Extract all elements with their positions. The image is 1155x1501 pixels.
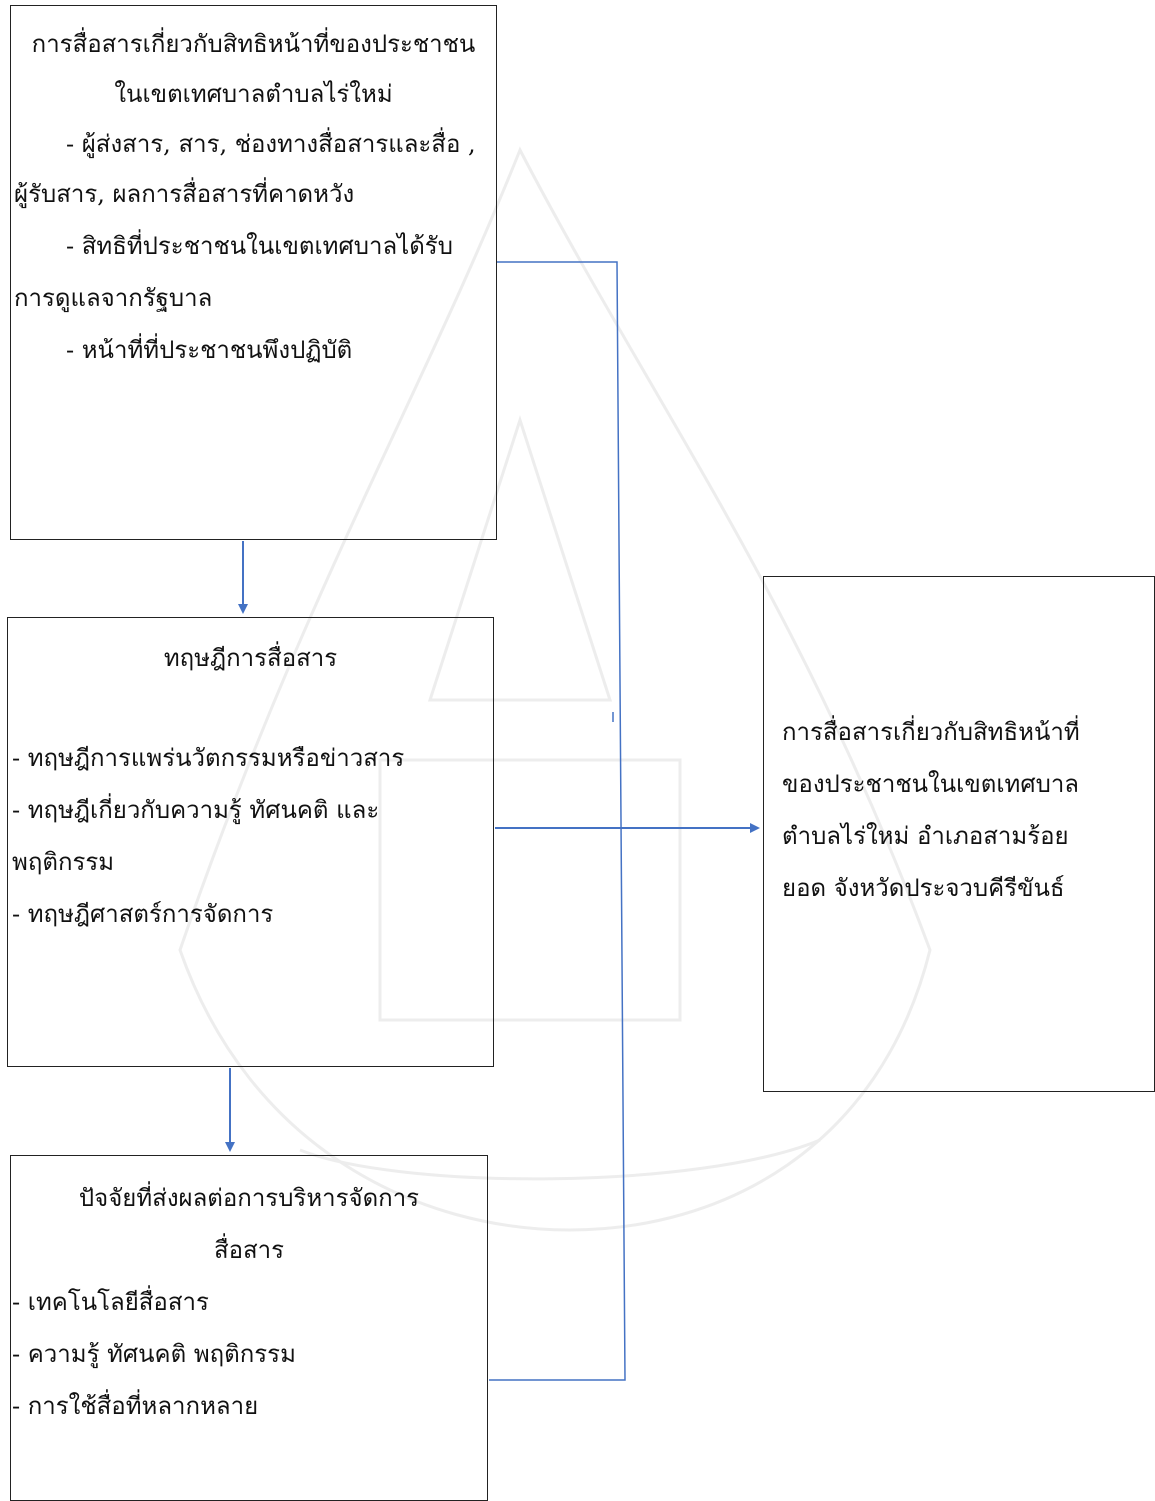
box2-line3: พฤติกรรม [12,848,115,876]
box2-title: ทฤษฎีการสื่อสาร [163,644,338,672]
box3-line3: - การใช้สื่อที่หลากหลาย [12,1392,259,1420]
connector-box1-right [489,261,626,1381]
box1-line2: ในเขตเทศบาลตำบลไร่ใหม่ [114,80,393,108]
box3-line2: - ความรู้ ทัศนคติ พฤติกรรม [12,1340,296,1368]
box-communication-rights [10,5,497,540]
box2-line2: - ทฤษฎีเกี่ยวกับความรู้ ทัศนคติ และ [12,796,380,824]
box4-line4: ยอด จังหวัดประจวบคีรีขันธ์ [782,874,1065,902]
box1-line6: การดูแลจากรัฐบาล [14,284,213,312]
box-communication-theory [7,617,494,1067]
box4-line3: ตำบลไร่ใหม่ อำเภอสามร้อย [782,822,1069,850]
box1-line4: ผู้รับสาร, ผลการสื่อสารที่คาดหวัง [14,180,355,208]
box1-line3: - ผู้ส่งสาร, สาร, ช่องทางสื่อสารและสื่อ … [66,130,476,158]
box1-line7: - หน้าที่ที่ประชาชนพึงปฏิบัติ [66,336,353,364]
box4-line2: ของประชาชนในเขตเทศบาล [782,770,1080,798]
box3-title2: สื่อสาร [213,1236,285,1264]
box2-line4: - ทฤษฎีศาสตร์การจัดการ [12,900,274,928]
box3-title1: ปัจจัยที่ส่งผลต่อการบริหารจัดการ [78,1184,420,1212]
box3-line1: - เทคโนโลยีสื่อสาร [12,1288,209,1316]
box2-line1: - ทฤษฎีการแพร่นวัตกรรมหรือข่าวสาร [12,744,405,772]
box4-line1: การสื่อสารเกี่ยวกับสิทธิหน้าที่ [782,718,1080,746]
box1-line5: - สิทธิที่ประชาชนในเขตเทศบาลได้รับ [66,232,453,260]
box1-line1: การสื่อสารเกี่ยวกับสิทธิหน้าที่ของประชาช… [31,30,476,58]
